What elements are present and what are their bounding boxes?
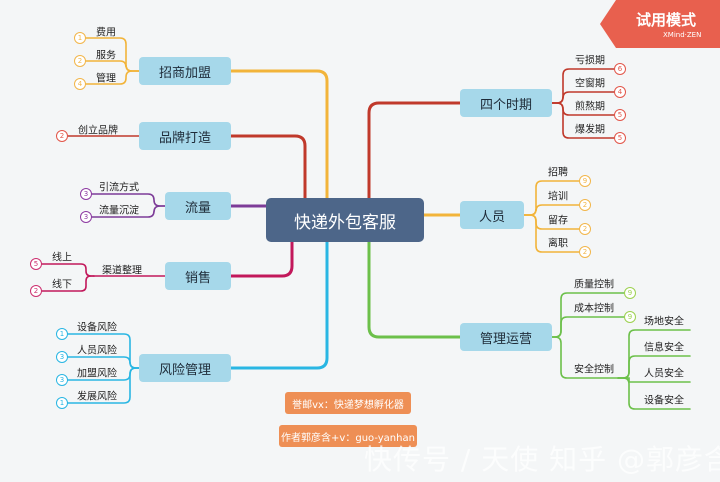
- priority-badge: 9: [579, 175, 591, 187]
- priority-badge: 3: [80, 211, 92, 223]
- leaf-yunying-1[interactable]: 成本控制: [574, 303, 614, 315]
- leaf-risk-3[interactable]: 发展风险: [77, 391, 117, 403]
- leaf-qudao[interactable]: 渠道整理: [102, 265, 142, 277]
- leaf-renyuan-1[interactable]: 培训: [548, 191, 568, 203]
- topic-zhaoshang[interactable]: 招商加盟: [139, 57, 231, 85]
- leaf-yunying-2[interactable]: 安全控制: [574, 364, 614, 376]
- connector: [367, 101, 462, 200]
- leaf-renyuan-3[interactable]: 离职: [548, 238, 568, 250]
- leaf-risk-1[interactable]: 人员风险: [77, 345, 117, 357]
- leaf-renyuan-0[interactable]: 招聘: [548, 167, 568, 179]
- center-topic[interactable]: 快递外包客服: [266, 198, 424, 242]
- trial-mode-title: 试用模式: [636, 11, 697, 29]
- leaf-risk-2[interactable]: 加盟风险: [77, 368, 117, 380]
- connector: [35, 275, 95, 292]
- trial-mode-sub: XMind·ZEN: [663, 31, 702, 39]
- priority-badge: 1: [56, 397, 68, 409]
- priority-badge: 4: [74, 78, 86, 90]
- connector: [551, 336, 619, 379]
- trial-mode-badge[interactable]: 试用模式 XMind·ZEN: [600, 0, 720, 48]
- leaf-risk-0[interactable]: 设备风险: [77, 322, 117, 334]
- priority-badge: 1: [56, 328, 68, 340]
- leaf-liuliang-1[interactable]: 流量沉淀: [99, 205, 139, 217]
- leaf-0[interactable]: 费用: [96, 27, 116, 39]
- priority-badge: 3: [80, 188, 92, 200]
- connector: [229, 134, 307, 200]
- leaf-yunying-0[interactable]: 质量控制: [574, 279, 614, 291]
- connector: [85, 205, 166, 218]
- topic-sige-shiqi[interactable]: 四个时期: [460, 89, 552, 117]
- leaf-period-3[interactable]: 爆发期: [575, 124, 605, 136]
- leaf-xiaoshou-1[interactable]: 线下: [52, 279, 72, 291]
- connector: [79, 70, 140, 85]
- priority-badge: 2: [74, 55, 86, 67]
- connector: [35, 263, 95, 277]
- connector: [61, 367, 140, 404]
- connector: [367, 240, 462, 339]
- topic-guanli-yunying[interactable]: 管理运营: [460, 323, 552, 351]
- leaf-anquan-0[interactable]: 场地安全: [644, 316, 684, 328]
- priority-badge: 3: [56, 374, 68, 386]
- topic-renyuan[interactable]: 人员: [460, 201, 524, 229]
- priority-badge: 1: [74, 32, 86, 44]
- leaf-brand[interactable]: 创立品牌: [78, 125, 118, 137]
- connector: [229, 240, 294, 278]
- leaf-anquan-1[interactable]: 信息安全: [644, 342, 684, 354]
- leaf-anquan-2[interactable]: 人员安全: [644, 368, 684, 380]
- priority-badge: 2: [30, 285, 42, 297]
- priority-badge: 2: [579, 223, 591, 235]
- priority-badge: 9: [624, 311, 636, 323]
- leaf-2[interactable]: 管理: [96, 73, 116, 85]
- priority-badge: 5: [30, 258, 42, 270]
- priority-badge: 5: [614, 109, 626, 121]
- connector: [551, 102, 621, 139]
- priority-badge: 6: [614, 63, 626, 75]
- priority-badge: 2: [56, 130, 68, 142]
- leaf-period-1[interactable]: 空窗期: [575, 78, 605, 90]
- priority-badge: 4: [614, 86, 626, 98]
- leaf-liuliang-0[interactable]: 引流方式: [99, 182, 139, 194]
- footer-note-author: 作者郭彦含+v：guo-yanhan: [279, 425, 417, 447]
- connector: [523, 214, 586, 253]
- topic-liuliang[interactable]: 流量: [165, 192, 231, 220]
- connector: [551, 316, 631, 338]
- leaf-renyuan-2[interactable]: 留存: [548, 215, 568, 227]
- leaf-1[interactable]: 服务: [96, 50, 116, 62]
- connector: [617, 377, 691, 410]
- leaf-anquan-3[interactable]: 设备安全: [644, 395, 684, 407]
- priority-badge: 9: [624, 287, 636, 299]
- connector: [229, 69, 329, 200]
- topic-fengxian[interactable]: 风险管理: [139, 354, 231, 382]
- topic-pinpai[interactable]: 品牌打造: [139, 122, 231, 150]
- footer-note-wechat: 誉邮vx：快递梦想孵化器: [285, 392, 411, 414]
- priority-badge: 2: [579, 246, 591, 258]
- priority-badge: 3: [56, 351, 68, 363]
- priority-badge: 2: [579, 199, 591, 211]
- leaf-xiaoshou-0[interactable]: 线上: [52, 252, 72, 264]
- topic-xiaoshou[interactable]: 销售: [165, 262, 231, 290]
- leaf-period-2[interactable]: 煎熬期: [575, 101, 605, 113]
- connector: [229, 240, 329, 370]
- watermark: 快传号 / 天使 知乎 @郭彦含: [364, 443, 720, 476]
- priority-badge: 5: [614, 132, 626, 144]
- leaf-period-0[interactable]: 亏损期: [575, 55, 605, 67]
